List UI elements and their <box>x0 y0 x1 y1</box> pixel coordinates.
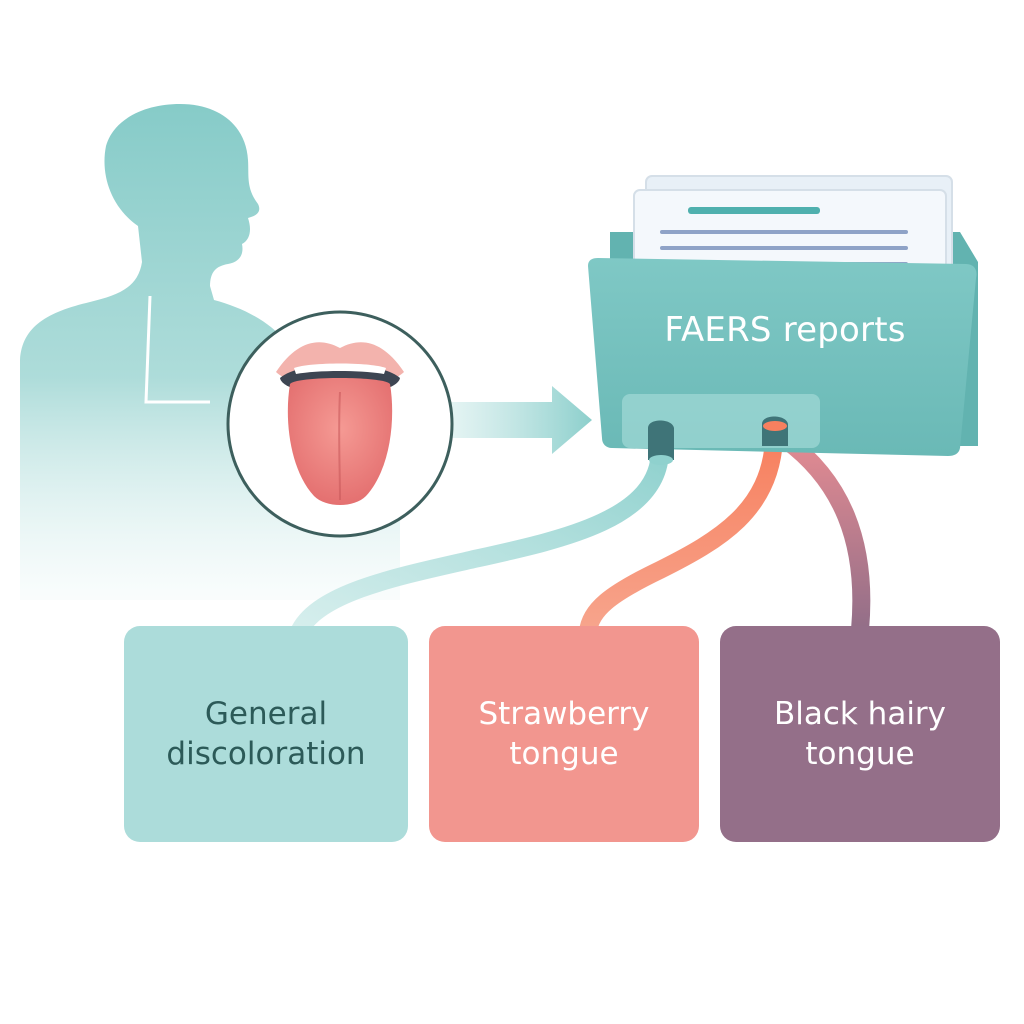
category-label: General discoloration <box>166 696 366 772</box>
category-box-general-discoloration: General discoloration <box>124 626 408 842</box>
arrow-to-folder-icon <box>440 386 592 454</box>
category-box-black-hairy-tongue: Black hairy tongue <box>720 626 1000 842</box>
connector-tubes <box>291 431 871 641</box>
category-box-strawberry-tongue: Strawberry tongue <box>429 626 699 842</box>
tongue-icon <box>226 310 454 538</box>
folder-icon <box>588 175 978 465</box>
connector-strawberry <box>579 431 783 641</box>
category-label: Strawberry tongue <box>478 696 650 772</box>
category-label: Black hairy tongue <box>773 696 947 772</box>
connector-black <box>777 431 871 639</box>
connector-general <box>291 441 669 639</box>
folder-label: FAERS reports <box>664 310 906 350</box>
